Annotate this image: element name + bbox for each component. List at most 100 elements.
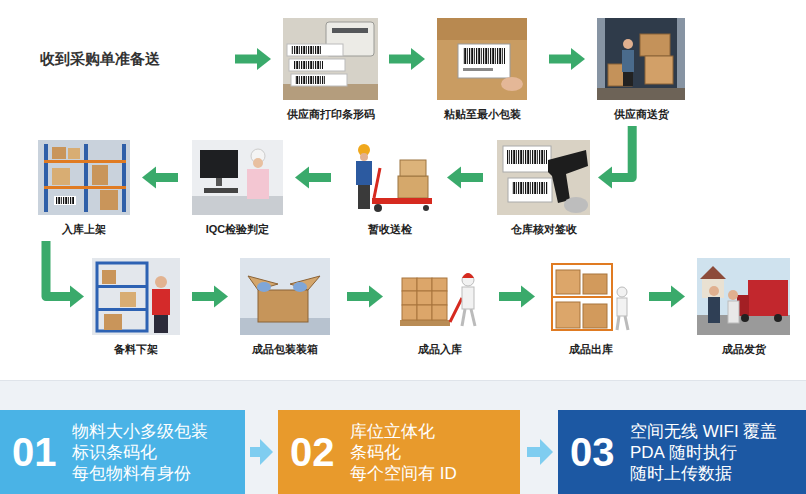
scanner-photo-part (548, 150, 588, 203)
outbound-photo-part (617, 287, 627, 297)
shelving-photo-part (44, 144, 48, 212)
photo-step: IQC检验判定 (192, 140, 283, 237)
caption-row: 供应商送货 (597, 104, 685, 122)
bottom-band-ground-part (0, 380, 806, 381)
shelving-photo-part (92, 165, 108, 185)
scanner-photo-part (497, 140, 590, 215)
warehousing-photo-part (402, 278, 417, 291)
step-caption: 仓库核对签收 (511, 221, 577, 237)
feature-line: 标识条码化 (72, 442, 157, 463)
arrow-shaft (611, 126, 632, 178)
pallet-jack-photo-part (374, 204, 382, 212)
outbound-photo-part (583, 304, 607, 328)
pallet-jack-photo-part (345, 140, 435, 215)
outbound-photo-part (583, 274, 607, 294)
pallet-jack-photo (345, 140, 435, 215)
label-box-photo-part (437, 18, 527, 40)
arrow-shaft (155, 173, 178, 182)
warehousing-photo-part (402, 291, 417, 305)
picking-photo (92, 258, 180, 335)
pallet-jack-photo-part (400, 160, 426, 176)
feature-line: 空间无线 WIFI 覆盖 (630, 421, 777, 442)
shipping-photo-part (700, 266, 726, 279)
picking-photo-part (97, 263, 147, 331)
scanner-photo-part (512, 182, 548, 194)
scanner-photo-part (503, 146, 551, 172)
caption-row: 成品入库 (395, 339, 485, 357)
picking-photo-part (97, 308, 147, 311)
printer-photo-part (291, 46, 321, 54)
step-caption: 成品发货 (722, 341, 766, 357)
arrow-head (671, 286, 685, 308)
printer-photo (283, 18, 378, 100)
packing-photo (240, 258, 330, 335)
printer-photo-part (293, 61, 323, 69)
caption-row: 备料下架 (92, 339, 180, 357)
delivery-photo-part (623, 72, 633, 86)
delivery-photo-part (597, 88, 685, 100)
arrow-shaft (192, 292, 215, 301)
pallet-jack-photo-part (372, 198, 432, 204)
caption-row: 入库上架 (38, 219, 130, 237)
arrow-shaft (649, 292, 672, 301)
printer-photo-part (287, 44, 343, 56)
arrow-head (142, 167, 156, 189)
arrow-shaft (499, 292, 522, 301)
outbound-photo-part (617, 298, 627, 316)
pallet-jack-photo-part (374, 168, 380, 198)
arrow-shaft (389, 55, 412, 64)
pallet-jack-photo-part (358, 185, 370, 209)
inspection-photo-part (192, 196, 283, 215)
bottom-band-ground (0, 380, 806, 494)
inspection-photo-part (216, 178, 222, 186)
picking-photo-part (155, 276, 167, 288)
flow-arrow (527, 439, 553, 465)
caption-row: 成品包装装箱 (240, 339, 330, 357)
photo-step: 暂收送检 (345, 140, 435, 237)
flow-arrow (649, 286, 685, 308)
warehousing-photo-part (402, 305, 417, 320)
step-caption: 成品包装装箱 (252, 341, 318, 357)
picking-photo-part (97, 285, 147, 288)
shelving-photo (38, 140, 130, 215)
shipping-photo-part (741, 314, 749, 322)
shelving-photo-part (44, 160, 126, 163)
outbound-photo (547, 258, 635, 335)
delivery-photo (597, 18, 685, 100)
warehousing-photo-part (417, 305, 432, 320)
flow-arrow (250, 439, 273, 465)
shelving-photo-part (52, 168, 70, 185)
inspection-photo-part (247, 169, 269, 199)
shelving-photo-part (122, 144, 126, 212)
shipping-photo-part (702, 278, 724, 298)
warehousing-photo-part (462, 274, 474, 286)
packing-photo-part (257, 282, 271, 292)
arrow-shaft (308, 173, 331, 182)
arrow-head (70, 286, 84, 308)
picking-photo-part (152, 289, 170, 315)
flow-arrow (235, 48, 271, 70)
label-box-photo-part (463, 68, 493, 71)
caption-row: 粘贴至最小包装 (437, 104, 527, 122)
shipping-photo-part (728, 301, 739, 323)
arrow-head (214, 286, 228, 308)
inspection-photo-part (204, 188, 238, 193)
printer-photo-part (289, 59, 345, 71)
warehousing-photo-part (432, 278, 447, 291)
outbound-photo-part (552, 296, 612, 298)
warehousing-photo-part (450, 298, 462, 322)
caption-row: 成品出库 (547, 339, 635, 357)
photo-step: 入库上架 (38, 140, 130, 237)
printer-photo-part (332, 28, 368, 33)
shelving-photo-part (68, 148, 80, 159)
arrow-head (447, 167, 461, 189)
pallet-jack-photo-part (360, 153, 368, 161)
shelving-photo-part (56, 197, 74, 204)
picking-photo-part (154, 315, 168, 333)
photo-step: 成品包装装箱 (240, 258, 330, 357)
warehousing-photo-part (462, 273, 474, 278)
caption-row: 暂收送检 (345, 219, 435, 237)
caption-row: 供应商打印条形码 (283, 104, 378, 122)
step-caption: 入库上架 (62, 221, 106, 237)
